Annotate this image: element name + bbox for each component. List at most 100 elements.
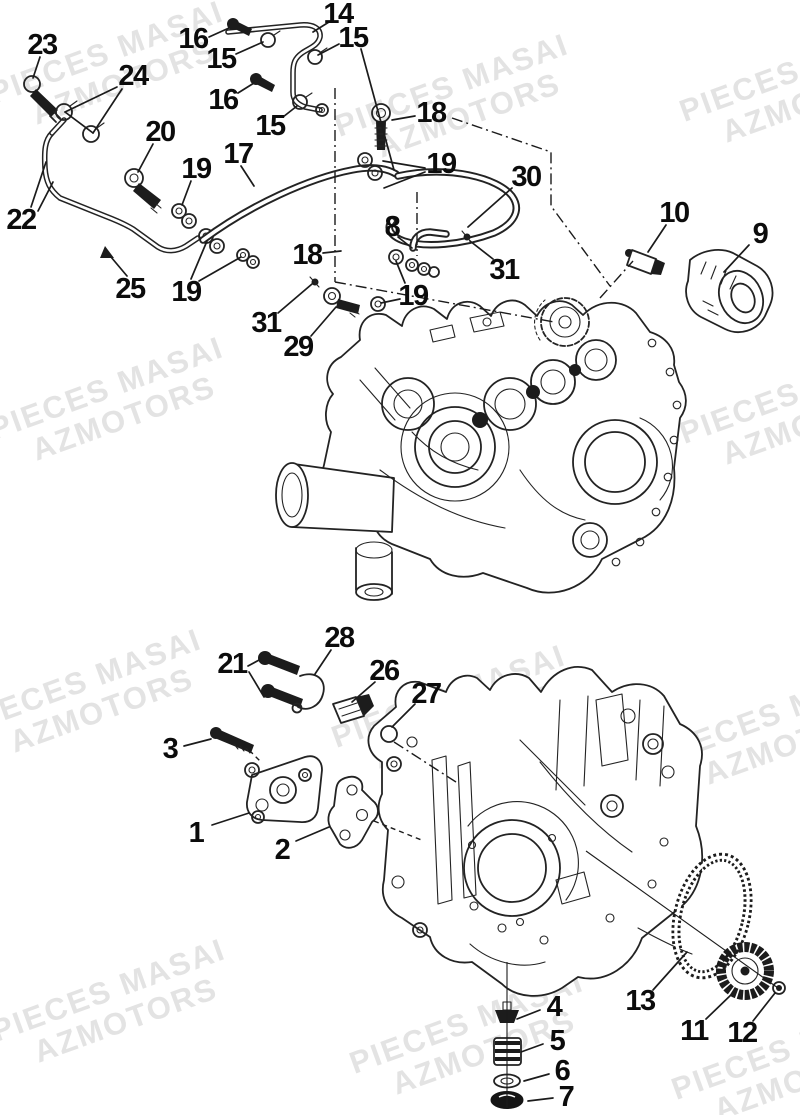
- watermark-6: PIECES MASAIAZMOTORS: [675, 334, 800, 483]
- callout-26-label: 26: [369, 655, 400, 687]
- callout-31-label: 31: [489, 254, 520, 286]
- callout-22-leader-1: [30, 161, 47, 208]
- callout-16-leader-1: [208, 27, 230, 38]
- washers-19-left: [171, 203, 197, 229]
- guide-line-dashdot-2: [451, 117, 611, 287]
- plug-26: [332, 694, 374, 724]
- callout-22-label: 22: [6, 204, 36, 236]
- callout-2-leader-1: [295, 826, 330, 842]
- callout-8-label: 8: [385, 211, 401, 243]
- callout-21-leader-2: [248, 671, 265, 698]
- callout-7-label: 7: [559, 1081, 574, 1113]
- oil-pump-1: [244, 755, 323, 824]
- guide-line-solid-8: [585, 850, 779, 989]
- orings-19-middle: [370, 249, 440, 312]
- callout-27-leader-1: [391, 703, 416, 728]
- callout-10-leader-1: [647, 224, 667, 253]
- callout-19-4-label: 19: [171, 276, 202, 308]
- callout-1-leader-1: [211, 812, 250, 826]
- watermark-12: PIECES MASAIAZMOTORS: [667, 990, 800, 1115]
- callout-24-leader-1: [64, 86, 118, 113]
- callout-16-label: 16: [178, 23, 209, 55]
- callout-15-label: 15: [338, 22, 369, 54]
- callout-31-2-leader-1: [277, 283, 313, 314]
- pipe-clamps-24: [55, 100, 105, 143]
- callout-30-leader-1: [467, 187, 513, 228]
- watermark-3: PIECES MASAIAZMOTORS: [675, 12, 800, 161]
- callout-31-leader-1: [469, 240, 494, 260]
- callout-27-label: 27: [411, 678, 441, 710]
- construction-lines-layer: [242, 88, 779, 1108]
- callout-15-3-leader-1: [282, 105, 298, 118]
- callout-19-2-leader-1: [382, 160, 426, 169]
- callout-19-3-leader-1: [395, 260, 406, 284]
- callout-18-label: 18: [416, 97, 447, 129]
- callout-17-label: 17: [223, 138, 253, 170]
- callout-2-label: 2: [275, 834, 290, 866]
- callout-14-leader-1: [312, 21, 330, 33]
- callout-15-2-leader-1: [235, 41, 264, 55]
- callout-11-label: 11: [680, 1015, 709, 1047]
- callout-21-leader-1: [247, 658, 262, 667]
- callout-6-leader-1: [523, 1073, 550, 1082]
- callout-24-leader-2: [92, 88, 123, 134]
- callout-19-3-label: 19: [398, 280, 429, 312]
- callout-17-leader-1: [240, 165, 255, 187]
- callout-13-leader-1: [652, 951, 688, 991]
- sprocket-11: [716, 942, 774, 1000]
- callout-19-4-leader-1: [190, 240, 208, 280]
- leader-lines-layer: [30, 21, 776, 1102]
- oil-hose-17: [199, 164, 400, 244]
- callout-13-label: 13: [625, 985, 656, 1017]
- callout-20-leader-1: [137, 143, 154, 173]
- bolts-21: [258, 651, 303, 708]
- callout-3-label: 3: [163, 733, 179, 765]
- callout-28-leader-1: [314, 649, 332, 675]
- callout-5-leader-1: [520, 1043, 544, 1053]
- callout-30-label: 30: [511, 161, 541, 193]
- callout-19-4-leader-2: [198, 256, 242, 282]
- guide-line-dashed-10: [242, 743, 262, 763]
- washers-19-top-right: [357, 152, 383, 181]
- bolt-12: [772, 981, 786, 995]
- pump-gasket-2: [327, 775, 379, 849]
- pipe-clamp-15-b: [260, 30, 281, 48]
- bolt-16-lower: [250, 73, 275, 92]
- callout-9-label: 9: [753, 218, 769, 250]
- oil-filter-9: [685, 249, 774, 333]
- callout-4-leader-1: [516, 1009, 541, 1020]
- guide-line-dashdot-4: [334, 281, 555, 323]
- callout-6-label: 6: [555, 1055, 571, 1087]
- callout-11-leader-1: [705, 991, 735, 1020]
- pipe-clamp-15-a: [307, 47, 328, 65]
- guide-line-dashdot-5: [599, 260, 634, 299]
- callout-21-label: 21: [217, 648, 248, 680]
- callout-19-2-label: 19: [426, 148, 457, 180]
- callout-31-2-label: 31: [251, 307, 282, 339]
- watermark-4: PIECES MASAIAZMOTORS: [0, 330, 240, 479]
- clip-31-right: [461, 230, 472, 243]
- guide-line-dashdot-7: [393, 741, 457, 783]
- pipe-end-banjo: [315, 103, 329, 117]
- clip-25: [100, 246, 114, 258]
- callout-24-leader-3: [64, 111, 94, 134]
- clamp-holder-28: [291, 673, 325, 714]
- bolt-23: [23, 75, 61, 123]
- watermark-10: PIECES MASAIAZMOTORS: [0, 932, 242, 1081]
- callout-18-leader-1: [391, 115, 416, 121]
- clip-31-left: [309, 276, 320, 288]
- callout-8-leader-1: [397, 236, 413, 249]
- callout-25-label: 25: [115, 273, 146, 305]
- callout-28-label: 28: [324, 622, 355, 654]
- callout-12-label: 12: [727, 1017, 757, 1049]
- callout-23-label: 23: [27, 29, 58, 61]
- callout-25-leader-1: [110, 256, 128, 277]
- callout-29-leader-1: [310, 306, 337, 337]
- callout-1-label: 1: [189, 817, 205, 849]
- watermark-7: PIECES MASAIAZMOTORS: [0, 622, 218, 771]
- bolt-3: [210, 727, 254, 754]
- callout-15-3-label: 15: [255, 110, 286, 142]
- callout-15-leader-1: [317, 43, 340, 56]
- callout-20-label: 20: [145, 116, 175, 148]
